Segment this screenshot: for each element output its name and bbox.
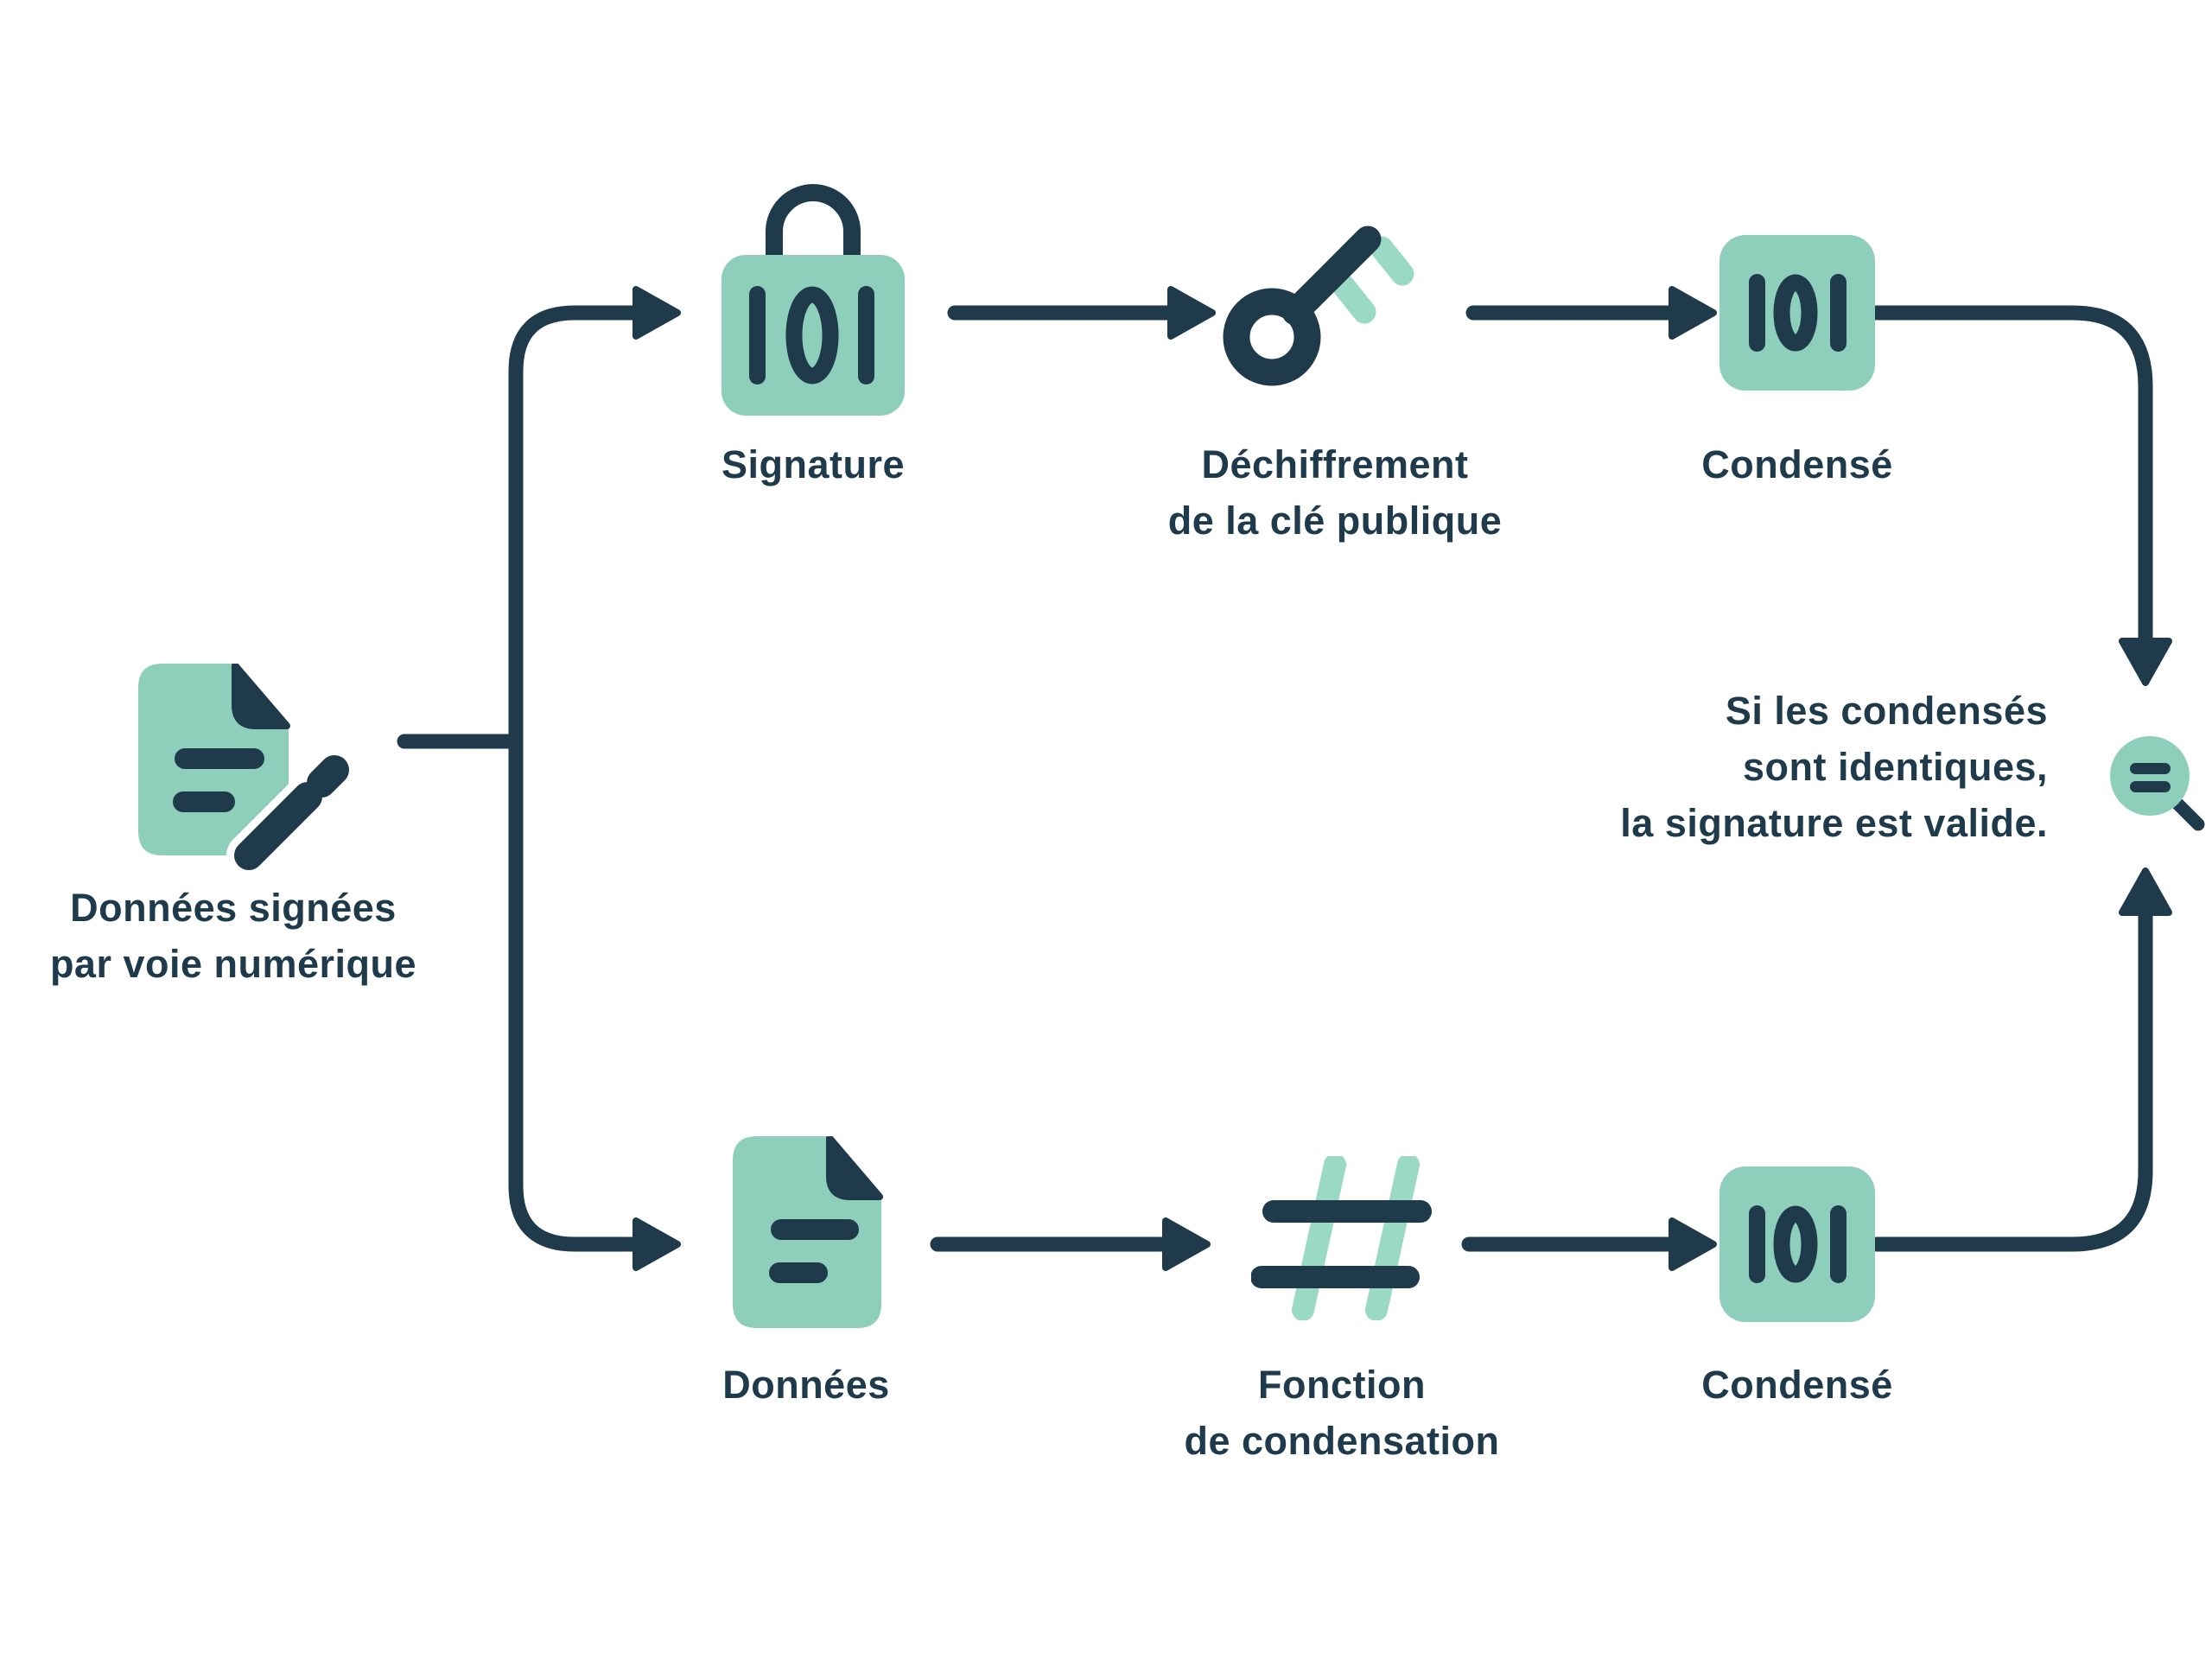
document-fold-corner [826, 1136, 883, 1200]
decryption-label: Déchiffrement de la clé publique [1076, 436, 1594, 549]
lock-binary-icon [721, 184, 905, 416]
arrowhead-to-bottom-digest-icon [1669, 1217, 1717, 1271]
magnifier-handle [2171, 798, 2205, 831]
binary-bar [749, 286, 766, 385]
top-digest-to-compare-line [1869, 305, 2153, 648]
hash-icon [1251, 1156, 1432, 1320]
binary-bar [1749, 274, 1765, 352]
equals-bar [2130, 781, 2171, 792]
binary-zero [785, 286, 839, 385]
binary-digest-icon [1719, 1166, 1875, 1322]
source-label: Données signées par voie numérique [0, 880, 475, 992]
document-fold-corner [232, 664, 290, 729]
key-tooth [1332, 274, 1376, 324]
comparison-note-line2: sont identiques, [1742, 745, 2048, 789]
data-label: Données [633, 1357, 979, 1413]
branch-trunk-line [508, 305, 645, 1252]
comparison-note: Si les condensés sont identiques, la sig… [1382, 683, 2048, 851]
equals-bar [2130, 763, 2171, 774]
decryption-label-line1: Déchiffrement [1201, 442, 1469, 486]
top-digest-label-text: Condensé [1701, 442, 1893, 486]
lock-body [721, 255, 905, 416]
arrowhead-up-to-compare [2119, 868, 2172, 916]
document-text-line [173, 791, 235, 812]
pencil-body [234, 782, 322, 870]
signature-label: Signature [640, 436, 986, 493]
bottom-digest-to-compare-line [1869, 906, 2153, 1252]
source-label-line1: Données signées [70, 886, 397, 930]
binary-bar [1830, 1205, 1847, 1283]
arrowhead-to-key-icon [1167, 286, 1216, 340]
data-label-text: Données [722, 1363, 890, 1407]
arrowhead-down-to-compare [2119, 638, 2172, 686]
bottom-digest-label-text: Condensé [1701, 1363, 1893, 1407]
arrowhead-to-data-icon [632, 1217, 681, 1271]
binary-zero [1773, 274, 1818, 352]
document-text-line [769, 1262, 828, 1283]
document-text-line [771, 1219, 859, 1240]
binary-digest-icon [1719, 235, 1875, 391]
top-digest-label: Condensé [1624, 436, 1970, 493]
document-text-line [175, 748, 264, 769]
lock-shackle [766, 184, 861, 267]
digest-square [1719, 1166, 1875, 1322]
binary-bar [1749, 1205, 1765, 1283]
source-label-line2: par voie numérique [49, 942, 417, 986]
hash-function-label-line1: Fonction [1258, 1363, 1426, 1407]
signature-label-text: Signature [721, 442, 906, 486]
magnifier-lens [2110, 736, 2190, 816]
hash-function-label: Fonction de condensation [1083, 1357, 1601, 1469]
document-icon [733, 1136, 883, 1328]
arrowhead-to-hash-icon [1162, 1217, 1211, 1271]
key-icon [1223, 226, 1414, 386]
arrowhead-to-top-digest-icon [1669, 286, 1717, 340]
hash-function-label-line2: de condensation [1184, 1419, 1500, 1463]
binary-bar [858, 286, 874, 385]
binary-zero [1773, 1205, 1818, 1283]
key-tooth [1370, 236, 1414, 286]
equals-magnifier-icon [2110, 736, 2205, 831]
digest-square [1719, 235, 1875, 391]
pencil-eraser [307, 755, 349, 798]
key-shaft [1281, 226, 1382, 326]
comparison-note-line1: Si les condensés [1725, 689, 2048, 733]
bottom-digest-label: Condensé [1624, 1357, 1970, 1413]
signed-document-pencil-icon [138, 664, 349, 875]
decryption-label-line2: de la clé publique [1167, 499, 1503, 543]
comparison-note-line3: la signature est valide. [1620, 801, 2048, 845]
binary-bar [1830, 274, 1847, 352]
key-ring [1223, 288, 1321, 386]
arrowhead-to-signature-icon [632, 286, 681, 340]
